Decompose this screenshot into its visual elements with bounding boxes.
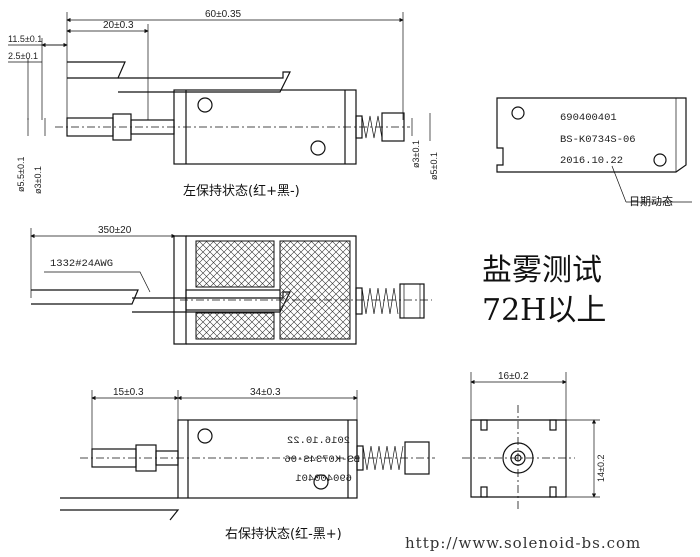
dim-d1: ø5.5±0.1 xyxy=(16,157,26,192)
dim-overall: 60±0.35 xyxy=(205,9,242,20)
dim-lead-length: 350±20 xyxy=(98,225,132,236)
test-note-line-1: 盐雾测试 xyxy=(482,253,602,288)
dim-d4: ø5±0.1 xyxy=(429,152,439,180)
section-view: 350±20 1332#24AWG xyxy=(30,225,432,345)
label-view: 690400401 BS-K0734S-06 2016.10.22 日期动态 xyxy=(496,97,692,208)
end-view: 16±0.2 14±0.2 xyxy=(462,371,606,510)
mirror-line-1: 2016.10.22 xyxy=(287,435,350,447)
wire-spec: 1332#24AWG xyxy=(50,258,113,270)
dim-shaft: 20±0.3 xyxy=(103,20,134,31)
dim-b: 34±0.3 xyxy=(250,387,281,398)
watermark-url: http://www.solenoid-bs.com xyxy=(405,534,641,552)
dim-d2: ø3±0.1 xyxy=(33,166,43,194)
label-line-3: 2016.10.22 xyxy=(560,155,623,167)
dim-end-width: 16±0.2 xyxy=(498,371,529,382)
mirror-line-2: BS-K0734S-06 xyxy=(284,454,360,466)
dim-end-height: 14±0.2 xyxy=(596,455,606,482)
bottom-view: 15±0.3 34±0.3 2016.10.22 BS-K0734S-06 69… xyxy=(60,387,435,542)
salt-spray-note: 盐雾测试 72H以上 xyxy=(482,253,606,328)
mirror-line-3: 690400401 xyxy=(295,473,352,485)
top-view: 60±0.35 20±0.3 11.5±0.1 2.5±0.1 ø5.5±0.1 xyxy=(8,9,439,199)
test-note-line-2: 72H以上 xyxy=(482,293,606,328)
dim-d3: ø3±0.1 xyxy=(411,140,421,168)
date-callout: 日期动态 xyxy=(629,195,673,208)
caption-right-hold: 右保持状态(红-黑+) xyxy=(225,526,342,542)
dim-tip1: 11.5±0.1 xyxy=(8,34,42,44)
caption-left-hold: 左保持状态(红+黑-) xyxy=(183,183,300,199)
dim-a: 15±0.3 xyxy=(113,387,144,398)
dim-tip2: 2.5±0.1 xyxy=(8,51,38,61)
label-line-1: 690400401 xyxy=(560,112,617,124)
label-line-2: BS-K0734S-06 xyxy=(560,134,636,146)
